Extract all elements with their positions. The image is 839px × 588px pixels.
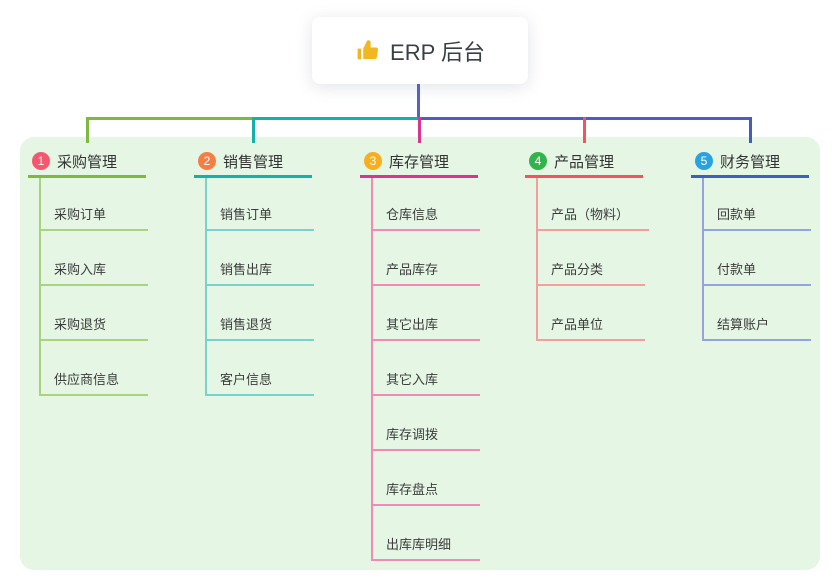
branch-children: 销售订单销售出库销售退货客户信息 <box>205 178 314 396</box>
branch-number-badge: 5 <box>695 152 713 170</box>
child-node[interactable]: 客户信息 <box>207 341 314 396</box>
child-node[interactable]: 销售订单 <box>207 178 314 231</box>
child-node[interactable]: 库存调拨 <box>373 396 480 451</box>
branch-children: 回款单付款单结算账户 <box>702 178 811 341</box>
branch-children: 产品（物料）产品分类产品单位 <box>536 178 650 341</box>
child-node[interactable]: 销售出库 <box>207 231 314 286</box>
branch-node-4[interactable]: 4 产品管理 <box>525 137 643 178</box>
branches-panel: 1 采购管理采购订单采购入库采购退货供应商信息 2 销售管理销售订单销售出库销售退货客… <box>20 137 820 570</box>
child-node[interactable]: 库存盘点 <box>373 451 480 506</box>
branch-title: 采购管理 <box>57 153 118 171</box>
child-node[interactable]: 采购入库 <box>41 231 148 286</box>
branch-title: 财务管理 <box>720 153 781 171</box>
branch-column-4: 4 产品管理产品（物料）产品分类产品单位 <box>525 137 650 341</box>
thumbs-up-icon <box>357 40 379 60</box>
branch-children: 采购订单采购入库采购退货供应商信息 <box>39 178 148 396</box>
child-node[interactable]: 付款单 <box>704 231 811 286</box>
child-node[interactable]: 出库库明细 <box>373 506 480 561</box>
branch-number-badge: 2 <box>198 152 216 170</box>
child-node[interactable]: 产品（物料） <box>538 178 650 231</box>
root-connector-line <box>417 84 420 120</box>
branch-node-5[interactable]: 5 财务管理 <box>691 137 809 178</box>
root-title: ERP 后台 <box>390 39 485 65</box>
branch-title: 库存管理 <box>389 153 450 171</box>
branch-node-2[interactable]: 2 销售管理 <box>194 137 312 178</box>
child-node[interactable]: 采购退货 <box>41 286 148 341</box>
branch-node-1[interactable]: 1 采购管理 <box>28 137 146 178</box>
child-node[interactable]: 其它出库 <box>373 286 480 341</box>
connector-bar-segment <box>86 117 253 120</box>
branch-column-3: 3 库存管理仓库信息产品库存其它出库其它入库库存调拨库存盘点出库库明细 <box>360 137 480 561</box>
branch-drop-line <box>251 117 255 143</box>
branch-number-badge: 4 <box>529 152 547 170</box>
branch-drop-line <box>582 117 586 143</box>
child-node[interactable]: 仓库信息 <box>373 178 480 231</box>
branch-node-3[interactable]: 3 库存管理 <box>360 137 478 178</box>
branch-column-1: 1 采购管理采购订单采购入库采购退货供应商信息 <box>28 137 148 396</box>
branch-drop-line <box>417 117 421 143</box>
connector-bar-segment <box>419 117 752 120</box>
branch-title: 销售管理 <box>223 153 284 171</box>
child-node[interactable]: 结算账户 <box>704 286 811 341</box>
branch-title: 产品管理 <box>554 153 615 171</box>
child-node[interactable]: 回款单 <box>704 178 811 231</box>
branch-number-badge: 1 <box>32 152 50 170</box>
root-node[interactable]: ERP 后台 <box>312 17 528 84</box>
child-node[interactable]: 供应商信息 <box>41 341 148 396</box>
branch-drop-line <box>748 117 752 143</box>
branch-drop-line <box>85 117 89 143</box>
child-node[interactable]: 销售退货 <box>207 286 314 341</box>
branch-number-badge: 3 <box>364 152 382 170</box>
branch-column-2: 2 销售管理销售订单销售出库销售退货客户信息 <box>194 137 314 396</box>
connector-bar-segment <box>253 117 419 120</box>
child-node[interactable]: 产品分类 <box>538 231 645 286</box>
child-node[interactable]: 采购订单 <box>41 178 148 231</box>
branch-children: 仓库信息产品库存其它出库其它入库库存调拨库存盘点出库库明细 <box>371 178 480 561</box>
branch-column-5: 5 财务管理回款单付款单结算账户 <box>691 137 811 341</box>
child-node[interactable]: 其它入库 <box>373 341 480 396</box>
child-node[interactable]: 产品单位 <box>538 286 645 341</box>
child-node[interactable]: 产品库存 <box>373 231 480 286</box>
